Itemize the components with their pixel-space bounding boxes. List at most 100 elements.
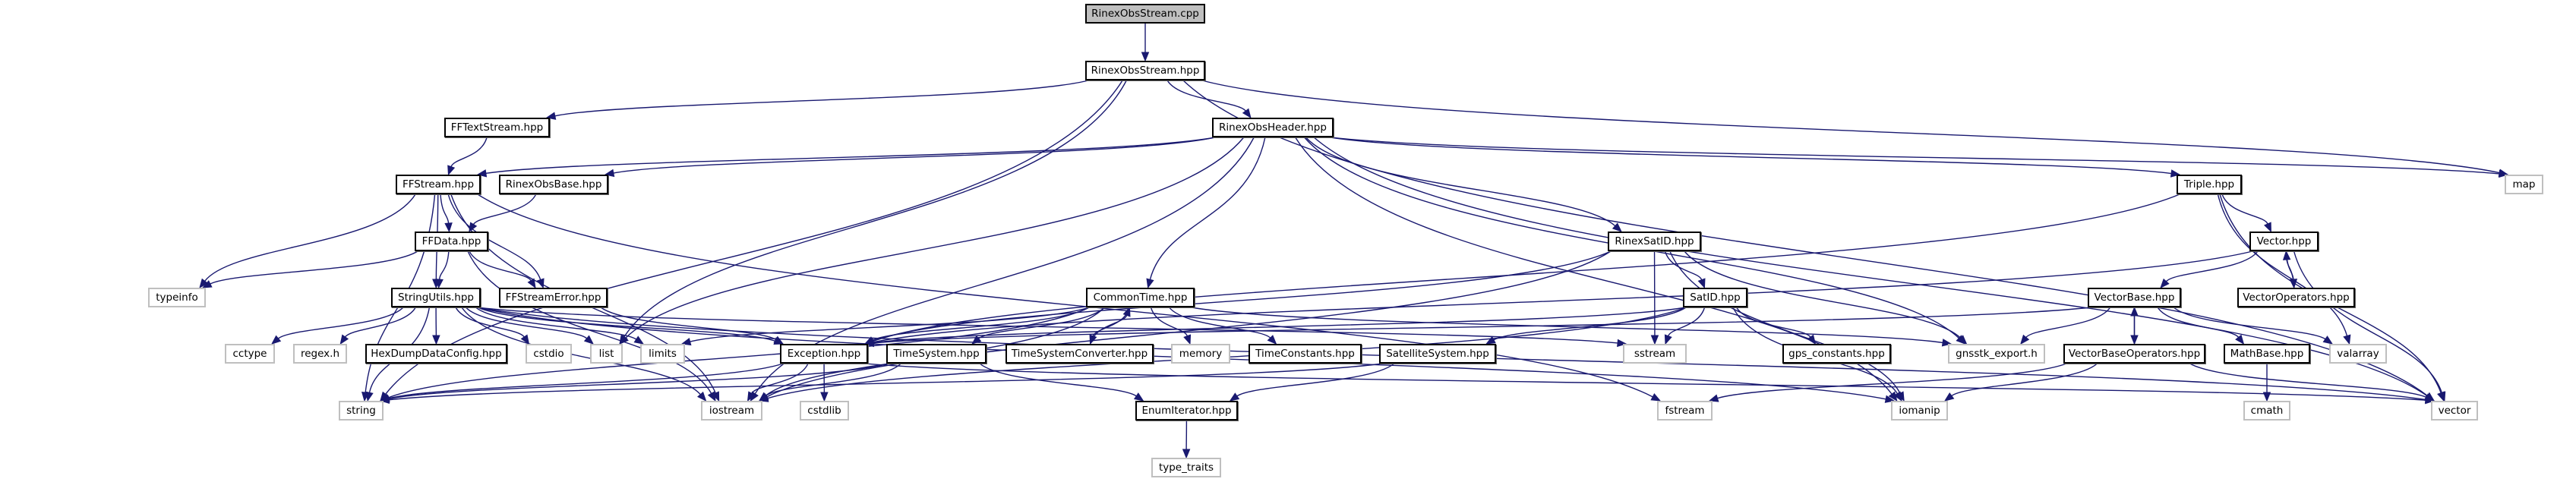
graph-node-rinexobsbase[interactable]: RinexObsBase.hpp <box>499 175 608 194</box>
edge-RinexObsStream_hpp-to-vector <box>1182 80 2428 396</box>
graph-node-mathbase[interactable]: MathBase.hpp <box>2224 344 2310 364</box>
arrowhead-icon <box>758 394 769 402</box>
edge-Vector-to-VectorBase <box>2165 250 2259 282</box>
graph-node-iostream: iostream <box>701 401 762 421</box>
node-label: cstdio <box>533 348 564 360</box>
graph-node-vectoroperators[interactable]: VectorOperators.hpp <box>2237 288 2355 307</box>
node-label: regex.h <box>300 348 340 360</box>
arrowhead-icon <box>583 335 595 345</box>
arrowhead-icon <box>432 335 440 345</box>
node-label: vector <box>2438 405 2471 417</box>
arrowhead-icon <box>1141 52 1150 62</box>
node-label: memory <box>1179 348 1223 360</box>
arrowhead-icon <box>1183 334 1192 345</box>
edge-StringUtils-to-list <box>465 307 588 339</box>
edge-RinexObsStream_hpp-to-map <box>1201 80 2500 174</box>
edge-RinexObsHeader-to-RinexSatID <box>1305 137 1616 227</box>
graph-node-vector[interactable]: Vector.hpp <box>2249 232 2319 251</box>
arrowhead-icon <box>435 279 444 289</box>
graph-node-vectorbase[interactable]: VectorBase.hpp <box>2088 288 2181 307</box>
node-label: RinexObsStream.cpp <box>1091 8 1199 20</box>
arrowhead-icon <box>1617 339 1627 348</box>
graph-node-timesystem[interactable]: TimeSystem.hpp <box>886 344 987 364</box>
arrowhead-icon <box>365 391 374 402</box>
edge-RinexObsStream_hpp-to-RinexObsHeader <box>1166 80 1246 112</box>
graph-node-ffstreamerror[interactable]: FFStreamError.hpp <box>499 288 608 307</box>
graph-node-commontime[interactable]: CommonTime.hpp <box>1086 288 1195 307</box>
arrowhead-icon <box>2264 222 2271 233</box>
arrowhead-icon <box>2424 393 2436 402</box>
edge-FFData-to-typeinfo <box>210 250 418 285</box>
arrowhead-icon <box>1242 108 1252 119</box>
graph-node-hexdumpdataconfig[interactable]: HexDumpDataConfig.hpp <box>365 344 507 364</box>
graph-node-rinexobsstream-hpp[interactable]: RinexObsStream.hpp <box>1085 61 1205 80</box>
edge-RinexObsHeader-to-RinexObsBase <box>613 137 1216 174</box>
edge-CommonTime-to-memory <box>1150 307 1188 337</box>
node-label: SatID.hpp <box>1690 291 1741 304</box>
edge-CommonTime-to-TimeConstants <box>1169 307 1271 339</box>
arrowhead-icon <box>379 395 390 404</box>
arrowhead-icon <box>1182 449 1191 459</box>
arrowhead-icon <box>1267 335 1277 345</box>
graph-node-satellitesystem[interactable]: SatelliteSystem.hpp <box>1379 344 1496 364</box>
edge-StringUtils-to-Exception <box>477 307 775 342</box>
node-label: FFStream.hpp <box>402 178 475 191</box>
node-label: VectorBase.hpp <box>2094 291 2175 304</box>
graph-node-ffdata[interactable]: FFData.hpp <box>415 232 488 251</box>
node-label: gnsstk_export.h <box>1956 348 2038 360</box>
graph-node-enumiterator[interactable]: EnumIterator.hpp <box>1135 401 1238 421</box>
arrowhead-icon <box>520 334 530 345</box>
graph-node-vectorbaseoperators[interactable]: VectorBaseOperators.hpp <box>2063 344 2205 364</box>
arrowhead-icon <box>1650 335 1659 345</box>
arrowhead-icon <box>1612 222 1622 232</box>
node-label: SatelliteSystem.hpp <box>1386 348 1489 360</box>
edge-RinexObsStream_hpp-to-FFTextStream <box>554 80 1089 117</box>
graph-node-exception[interactable]: Exception.hpp <box>780 344 868 364</box>
edge-Triple-to-Exception <box>873 194 2180 342</box>
graph-node-rinexobsstream-cpp[interactable]: RinexObsStream.cpp <box>1085 4 1205 24</box>
edge-layer <box>199 24 2509 459</box>
graph-node-regex: regex.h <box>293 344 347 364</box>
graph-node-string: string <box>339 401 384 421</box>
arrowhead-icon <box>633 336 645 345</box>
arrowhead-icon <box>469 222 478 233</box>
graph-node-timesystemconverter[interactable]: TimeSystemConverter.hpp <box>1005 344 1154 364</box>
graph-node-typeinfo: typeinfo <box>148 288 206 307</box>
edge-FFStream-to-typeinfo <box>204 194 416 282</box>
edge-TimeSystem-to-string <box>388 363 890 400</box>
graph-node-satid[interactable]: SatID.hpp <box>1683 288 1747 307</box>
node-label: RinexObsBase.hpp <box>505 178 602 191</box>
graph-node-stringutils[interactable]: StringUtils.hpp <box>391 288 481 307</box>
graph-node-triple[interactable]: Triple.hpp <box>2177 175 2242 194</box>
graph-node-ffstream[interactable]: FFStream.hpp <box>396 175 481 194</box>
arrowhead-icon <box>1807 334 1817 345</box>
arrowhead-icon <box>1146 278 1154 289</box>
arrowhead-icon <box>447 165 456 176</box>
arrowhead-icon <box>201 280 213 288</box>
edge-FFStream-to-FFStreamError <box>447 194 541 280</box>
node-label: StringUtils.hpp <box>398 291 474 304</box>
graph-node-cstdio: cstdio <box>526 344 572 364</box>
graph-node-rinexsatid[interactable]: RinexSatID.hpp <box>1608 232 1701 251</box>
graph-node-timeconstants[interactable]: TimeConstants.hpp <box>1249 344 1362 364</box>
edge-RinexSatID-to-Exception <box>873 250 1612 342</box>
arrowhead-icon <box>2235 334 2245 345</box>
node-label: limits <box>649 348 677 360</box>
arrowhead-icon <box>2343 334 2351 345</box>
graph-node-rinexobsheader[interactable]: RinexObsHeader.hpp <box>1212 118 1334 137</box>
arrowhead-icon <box>1664 334 1672 345</box>
graph-node-list: list <box>590 344 623 364</box>
edge-RinexObsHeader-to-FFStream <box>485 137 1216 175</box>
node-label: cmath <box>2250 405 2284 417</box>
graph-node-gps-constants[interactable]: gps_constants.hpp <box>1782 344 1891 364</box>
edge-FFTextStream-to-FFStream <box>450 137 488 167</box>
edge-FFStream-to-fstream <box>477 194 1653 398</box>
node-label: FFTextStream.hpp <box>450 121 544 134</box>
arrowhead-icon <box>2438 391 2446 402</box>
arrowhead-icon <box>2020 334 2030 345</box>
graph-node-fftextstream[interactable]: FFTextStream.hpp <box>444 118 550 137</box>
edge-RinexObsHeader-to-map <box>1330 137 2500 175</box>
node-label: RinexSatID.hpp <box>1615 235 1694 247</box>
edge-Exception-to-iostream <box>751 363 809 394</box>
arrowhead-icon <box>697 391 707 402</box>
